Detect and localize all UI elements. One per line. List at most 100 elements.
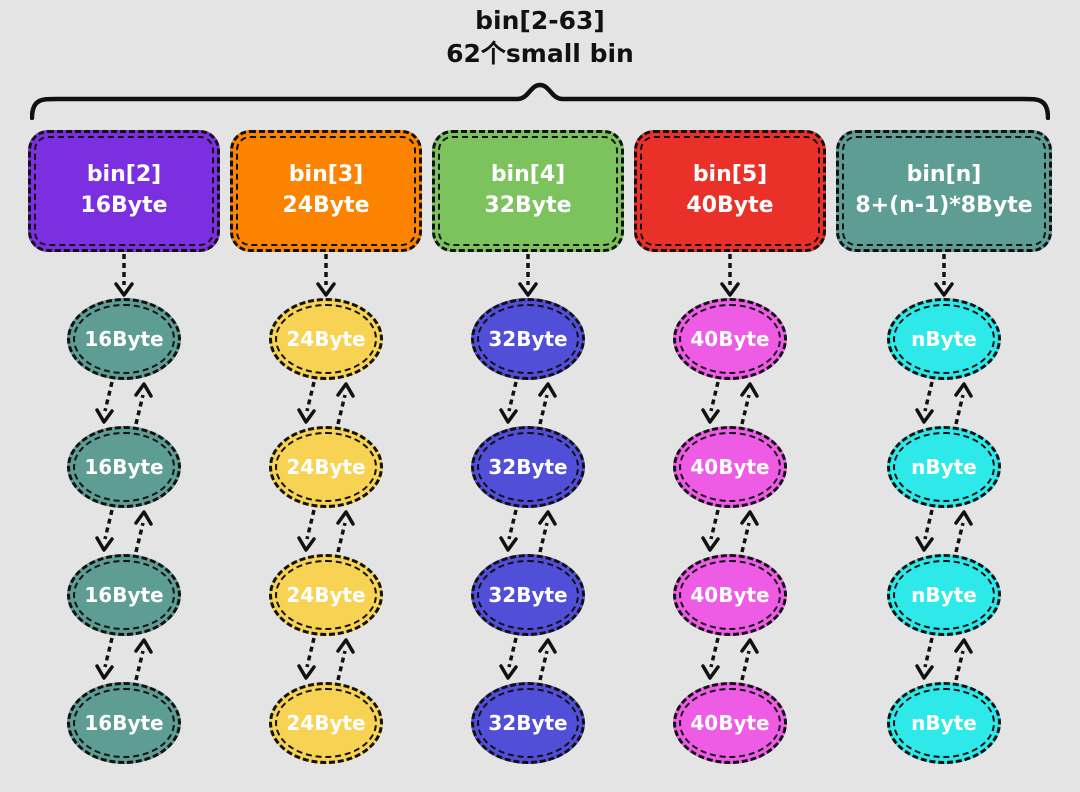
chunk-node: 40Byte [673,682,787,764]
bin-to-chunk-arrow [716,252,744,298]
bin-header-name: bin[3] [288,162,364,188]
bin-header-binn: bin[n] 8+(n-1)*8Byte [836,130,1052,252]
chunk-node: 32Byte [471,426,585,508]
chunk-node: nByte [887,426,1001,508]
chunk-node: 24Byte [269,682,383,764]
chunk-node: nByte [887,682,1001,764]
chunk-node-label: 40Byte [690,327,770,351]
chunk-node: 24Byte [269,426,383,508]
chunk-link-arrows [692,380,768,426]
bin-to-chunk-arrow [110,252,138,298]
bin-header-size: 16Byte [80,193,168,218]
bin-column-bin3: bin[3] 24Byte 24Byte 24Byte 24Byte 24Byte [230,130,422,764]
bin-header-size: 32Byte [484,193,572,218]
diagram-title-line1: bin[2-63] [475,6,605,35]
chunk-node-label: 40Byte [690,583,770,607]
double-link-arrow-icon [297,637,355,681]
bin-header-bin2: bin[2] 16Byte [28,130,220,252]
double-link-arrow-icon [915,637,973,681]
grouping-brace [29,82,1051,121]
chunk-node-label: nByte [911,455,977,479]
chunk-node-label: 32Byte [488,711,568,735]
bin-header-size: 24Byte [282,193,370,218]
chunk-link-arrows [490,380,566,426]
double-link-arrow-icon [499,637,557,681]
chunk-link-arrows [288,508,364,554]
chunk-link-arrows [490,508,566,554]
down-arrow-icon [316,254,336,297]
chunk-node-label: 32Byte [488,327,568,351]
bin-header-name: bin[n] [906,162,982,188]
chunk-node: nByte [887,298,1001,380]
down-arrow-icon [114,254,134,297]
double-link-arrow-icon [701,381,759,425]
chunk-node: 16Byte [67,298,181,380]
bin-to-chunk-arrow [514,252,542,298]
chunk-node: nByte [887,554,1001,636]
chunk-link-arrows [86,508,162,554]
chunk-link-arrows [906,380,982,426]
chunk-node-label: 16Byte [84,327,164,351]
chunk-link-arrows [906,636,982,682]
bin-header-size: 8+(n-1)*8Byte [855,193,1033,218]
chunk-node-label: 16Byte [84,583,164,607]
diagram-title: bin[2-63] 62个small bin [0,5,1080,70]
bin-to-chunk-arrow [312,252,340,298]
chunk-link-arrows [490,636,566,682]
double-link-arrow-icon [915,509,973,553]
chunk-node-label: nByte [911,711,977,735]
bin-header-name: bin[2] [86,162,162,188]
chunk-link-arrows [692,636,768,682]
chunk-node: 16Byte [67,554,181,636]
chunk-node-label: 24Byte [286,455,366,479]
chunk-node: 40Byte [673,426,787,508]
chunk-node: 32Byte [471,298,585,380]
bin-header-name: bin[4] [490,162,566,188]
double-link-arrow-icon [297,381,355,425]
bin-header-name: bin[5] [692,162,768,188]
chunk-node-label: 24Byte [286,583,366,607]
chunk-node-label: 16Byte [84,455,164,479]
bin-header-bin5: bin[5]40Byte [634,130,826,252]
chunk-node: 24Byte [269,554,383,636]
chunk-node-label: 32Byte [488,455,568,479]
chunk-link-arrows [906,508,982,554]
chunk-link-arrows [86,636,162,682]
chunk-node-label: nByte [911,327,977,351]
bin-header-bin3: bin[3] 24Byte [230,130,422,252]
chunk-link-arrows [288,380,364,426]
chunk-node: 32Byte [471,682,585,764]
chunk-node: 40Byte [673,554,787,636]
double-link-arrow-icon [95,637,153,681]
bin-to-chunk-arrow [930,252,958,298]
bin-column-bin4: bin[4] 32Byte 32Byte 32Byte 32Byte 32Byte [432,130,624,764]
double-link-arrow-icon [297,509,355,553]
chunk-node-label: 40Byte [690,455,770,479]
down-arrow-icon [934,254,954,297]
chunk-node: 24Byte [269,298,383,380]
chunk-node-label: nByte [911,583,977,607]
chunk-node: 16Byte [67,426,181,508]
chunk-node: 32Byte [471,554,585,636]
double-link-arrow-icon [701,637,759,681]
chunk-node-label: 32Byte [488,583,568,607]
bin-header-bin4: bin[4] 32Byte [432,130,624,252]
chunk-node-label: 24Byte [286,711,366,735]
chunk-link-arrows [692,508,768,554]
brace-icon [29,82,1051,121]
chunk-node-label: 16Byte [84,711,164,735]
chunk-link-arrows [86,380,162,426]
double-link-arrow-icon [915,381,973,425]
double-link-arrow-icon [499,509,557,553]
double-link-arrow-icon [95,509,153,553]
chunk-node-label: 24Byte [286,327,366,351]
double-link-arrow-icon [499,381,557,425]
bin-column-bin2: bin[2] 16Byte 16Byte 16Byte 16Byte 16Byte [28,130,220,764]
chunk-node: 40Byte [673,298,787,380]
chunk-node: 16Byte [67,682,181,764]
bin-column-binn: bin[n] 8+(n-1)*8Byte nByte nByte nByte nByte [836,130,1052,764]
double-link-arrow-icon [701,509,759,553]
double-link-arrow-icon [95,381,153,425]
